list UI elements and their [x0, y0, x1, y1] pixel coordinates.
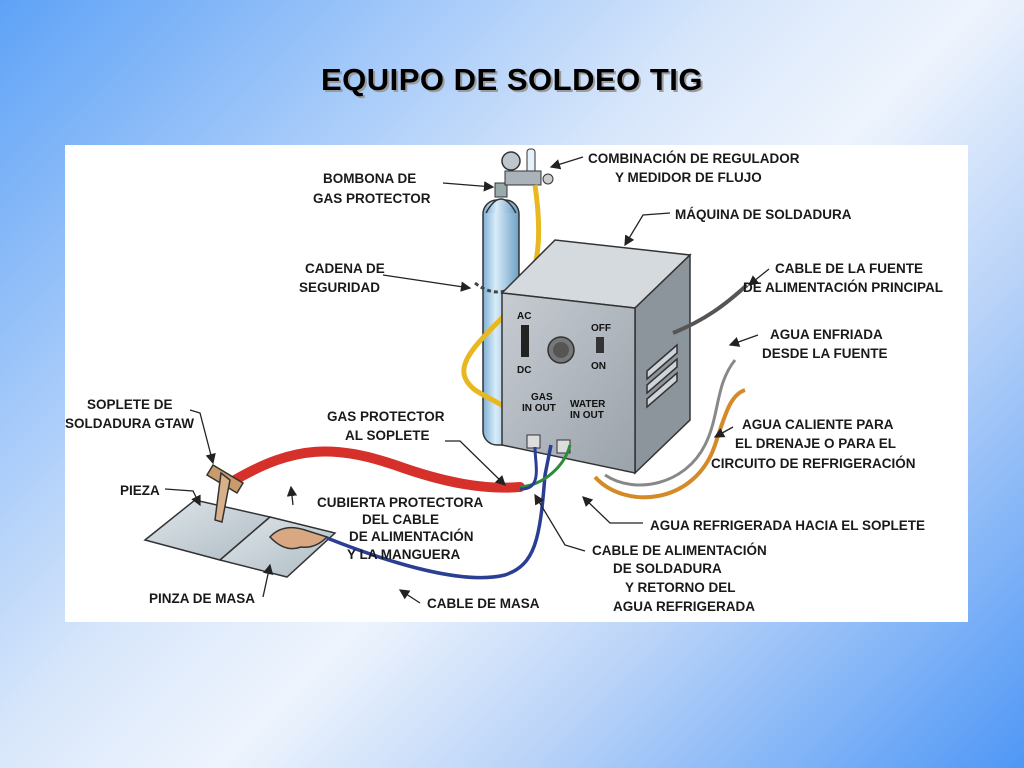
ac-mark: AC	[517, 311, 531, 322]
label-cadena: CADENA DE SEGURIDAD	[299, 261, 385, 295]
svg-text:CADENA DE: CADENA DE	[305, 261, 385, 276]
label-cable-masa: CABLE DE MASA	[427, 596, 540, 611]
svg-text:AGUA CALIENTE PARA: AGUA CALIENTE PARA	[742, 417, 894, 432]
svg-text:DE ALIMENTACIÓN: DE ALIMENTACIÓN	[349, 529, 474, 544]
label-agua-caliente: AGUA CALIENTE PARA EL DRENAJE O PARA EL …	[711, 417, 916, 471]
gas-hose	[461, 184, 542, 437]
label-agua-enfriada: AGUA ENFRIADA DESDE LA FUENTE	[762, 327, 888, 361]
svg-text:MÁQUINA DE SOLDADURA: MÁQUINA DE SOLDADURA	[675, 207, 852, 222]
svg-text:AGUA REFRIGERADA HACIA EL SOPL: AGUA REFRIGERADA HACIA EL SOPLETE	[650, 518, 925, 533]
svg-text:BOMBONA DE: BOMBONA DE	[323, 171, 416, 186]
svg-text:DEL CABLE: DEL CABLE	[362, 512, 439, 527]
gtaw-torch	[205, 463, 245, 523]
gas-in-out-mark: IN OUT	[522, 403, 556, 414]
dc-mark: DC	[517, 365, 531, 376]
svg-text:AGUA ENFRIADA: AGUA ENFRIADA	[770, 327, 883, 342]
svg-text:EL DRENAJE O PARA EL: EL DRENAJE O PARA EL	[735, 436, 896, 451]
torch-cable-cover	[230, 446, 525, 493]
svg-text:AGUA REFRIGERADA: AGUA REFRIGERADA	[613, 599, 755, 614]
svg-text:GAS PROTECTOR: GAS PROTECTOR	[313, 191, 431, 206]
svg-text:CUBIERTA PROTECTORA: CUBIERTA PROTECTORA	[317, 495, 484, 510]
svg-text:SEGURIDAD: SEGURIDAD	[299, 280, 380, 295]
svg-text:PIEZA: PIEZA	[120, 483, 160, 498]
label-soplete: SOPLETE DE SOLDADURA GTAW	[65, 397, 194, 431]
tig-equipment-diagram: AC DC OFF ON GAS IN OUT WATER IN OUT	[65, 148, 943, 614]
welding-machine: AC DC OFF ON GAS IN OUT WATER IN OUT	[500, 239, 692, 475]
water-in-out-mark: IN OUT	[570, 410, 604, 421]
label-bombona: BOMBONA DE GAS PROTECTOR	[313, 171, 431, 206]
label-pieza: PIEZA	[120, 483, 160, 498]
label-cable-alimentacion: CABLE DE ALIMENTACIÓN DE SOLDADURA Y RET…	[592, 543, 767, 614]
svg-text:CABLE DE ALIMENTACIÓN: CABLE DE ALIMENTACIÓN	[592, 543, 767, 558]
svg-text:SOPLETE DE: SOPLETE DE	[87, 397, 173, 412]
torch-hose-blue	[519, 446, 538, 491]
main-power-cable	[672, 283, 749, 335]
svg-text:SOLDADURA GTAW: SOLDADURA GTAW	[65, 416, 194, 431]
svg-text:Y MEDIDOR DE FLUJO: Y MEDIDOR DE FLUJO	[615, 170, 762, 185]
svg-text:CABLE DE MASA: CABLE DE MASA	[427, 596, 540, 611]
off-mark: OFF	[591, 323, 611, 334]
torch-hose-green	[519, 444, 572, 489]
on-mark: ON	[591, 361, 606, 372]
svg-text:GAS PROTECTOR: GAS PROTECTOR	[327, 409, 445, 424]
svg-text:AL SOPLETE: AL SOPLETE	[345, 428, 430, 443]
label-gas-soplete: GAS PROTECTOR AL SOPLETE	[327, 409, 445, 443]
label-cable-fuente: CABLE DE LA FUENTE DE ALIMENTACIÓN PRINC…	[743, 261, 943, 295]
svg-text:PINZA DE MASA: PINZA DE MASA	[149, 591, 255, 606]
label-agua-refrigerada: AGUA REFRIGERADA HACIA EL SOPLETE	[650, 518, 925, 533]
regulator-flowmeter	[501, 148, 554, 186]
label-regulador: COMBINACIÓN DE REGULADOR Y MEDIDOR DE FL…	[588, 151, 800, 185]
cooling-in-hose	[604, 359, 737, 487]
cooling-out-hose	[593, 388, 746, 500]
svg-text:DE SOLDADURA: DE SOLDADURA	[613, 561, 722, 576]
page-title: EQUIPO DE SOLDEO TIG	[320, 62, 704, 97]
svg-text:DESDE LA FUENTE: DESDE LA FUENTE	[762, 346, 888, 361]
diagram-panel: AC DC OFF ON GAS IN OUT WATER IN OUT	[65, 145, 968, 622]
svg-text:DE ALIMENTACIÓN PRINCIPAL: DE ALIMENTACIÓN PRINCIPAL	[743, 280, 943, 295]
svg-text:COMBINACIÓN DE REGULADOR: COMBINACIÓN DE REGULADOR	[588, 151, 800, 166]
label-maquina: MÁQUINA DE SOLDADURA	[675, 207, 852, 222]
svg-text:Y RETORNO DEL: Y RETORNO DEL	[625, 580, 736, 595]
ground-clamp	[268, 526, 329, 550]
label-pinza: PINZA DE MASA	[149, 591, 255, 606]
svg-text:CIRCUITO DE REFRIGERACIÓN: CIRCUITO DE REFRIGERACIÓN	[711, 456, 916, 471]
label-cubierta: CUBIERTA PROTECTORA DEL CABLE DE ALIMENT…	[317, 495, 484, 562]
gas-mark: GAS	[531, 392, 553, 403]
svg-text:Y LA MANGUERA: Y LA MANGUERA	[347, 547, 461, 562]
water-mark: WATER	[570, 399, 606, 410]
svg-text:CABLE DE LA FUENTE: CABLE DE LA FUENTE	[775, 261, 923, 276]
ground-cable	[326, 444, 553, 580]
